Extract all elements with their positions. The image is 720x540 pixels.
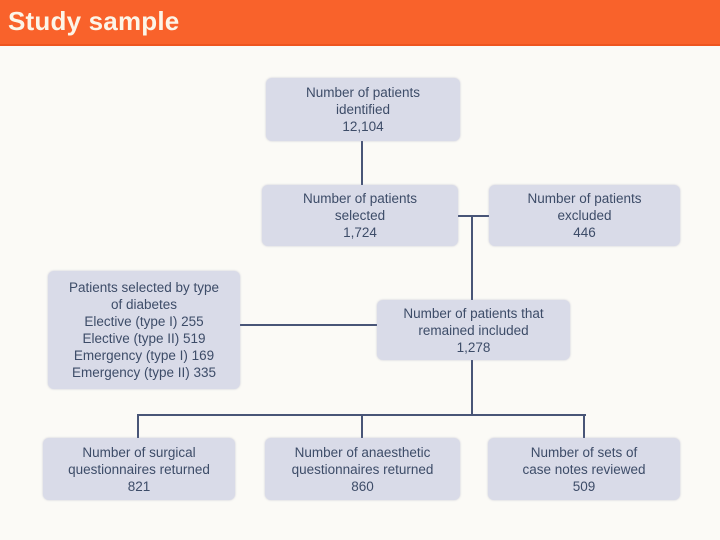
connector-down-to-remained: [471, 215, 473, 301]
box-value: 1,724: [343, 225, 377, 240]
slide-header: Study sample: [0, 0, 720, 46]
box-line: case notes reviewed: [522, 461, 646, 477]
box-line: questionnaires returned: [68, 461, 210, 477]
flow-box-patients-excluded: Number of patients excluded 446: [489, 185, 680, 246]
box-line: questionnaires returned: [291, 461, 434, 477]
connector-drop-casenotes: [583, 414, 585, 439]
connector-drop-surgical: [137, 414, 139, 439]
box-line: Number of sets of: [530, 444, 638, 460]
box-value: 821: [127, 478, 151, 494]
connector-selected-to-excluded: [456, 215, 490, 217]
box-line: Patients selected by type: [68, 280, 220, 295]
flow-box-patients-remained: Number of patients that remained include…: [377, 300, 570, 360]
box-line: Elective (type II) 519: [82, 331, 206, 346]
box-line: Elective (type I) 255: [84, 314, 204, 329]
box-line: Number of patients that: [403, 305, 544, 321]
box-line: identified: [335, 102, 391, 117]
box-value: 12,104: [342, 119, 384, 134]
flow-box-diabetes-types: Patients selected by type of diabetes El…: [48, 271, 240, 389]
box-line: Number of patients: [305, 85, 421, 100]
box-value: 509: [572, 478, 596, 494]
box-line: remained included: [418, 322, 529, 338]
flow-box-patients-identified: Number of patients identified 12,104: [266, 78, 460, 141]
box-line: of diabetes: [110, 297, 178, 312]
flow-box-case-notes-reviewed: Number of sets of case notes reviewed 50…: [488, 438, 680, 500]
box-line: Number of anaesthetic: [294, 444, 431, 460]
slide-title: Study sample: [8, 5, 180, 36]
box-line: selected: [334, 208, 386, 223]
box-value: 860: [351, 478, 374, 494]
box-line: Emergency (type I) 169: [73, 348, 215, 363]
box-value: 446: [573, 225, 596, 240]
connector-drop-anaesthetic: [361, 414, 363, 439]
flow-box-surgical-questionnaires: Number of surgical questionnaires return…: [43, 438, 235, 500]
connector-remained-down: [471, 360, 473, 416]
connector-identified-to-selected: [361, 141, 363, 186]
box-line: excluded: [557, 208, 612, 223]
box-line: Emergency (type II) 335: [71, 365, 217, 380]
box-line: Number of patients: [302, 191, 418, 206]
box-value: 1,278: [456, 339, 491, 355]
flow-box-anaesthetic-questionnaires: Number of anaesthetic questionnaires ret…: [265, 438, 460, 500]
box-line: Number of surgical: [82, 444, 196, 460]
box-line: Number of patients: [527, 191, 642, 206]
flow-box-patients-selected: Number of patients selected 1,724: [262, 185, 458, 246]
connector-diabetes-to-remained: [240, 324, 378, 326]
